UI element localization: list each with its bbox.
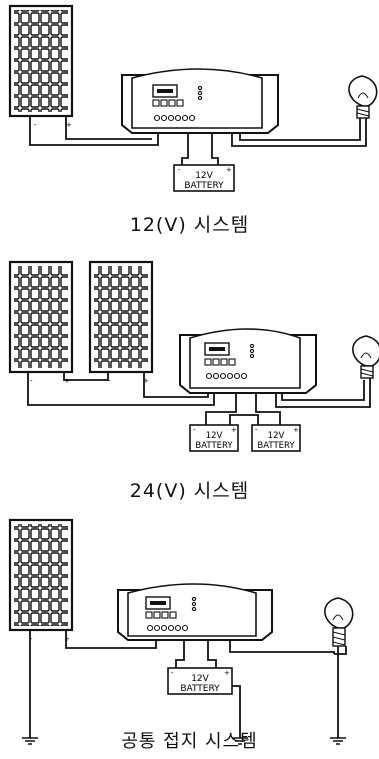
diagram-24v: - + - + [8,260,379,452]
svg-text:-: - [30,377,33,385]
solar-panel-icon: - + [8,518,74,643]
svg-text:-: - [193,426,196,434]
svg-text:-: - [171,669,174,677]
battery-icon: - + 12V BATTERY [189,424,239,452]
solar-panel-icon: - + [8,4,74,129]
ground-icon [22,737,38,745]
battery-icon: - + 12V BATTERY [167,667,233,695]
charge-controller-icon [179,328,317,394]
diagram-12v: - + - [8,4,378,192]
light-bulb-icon [348,75,378,119]
svg-text:-: - [255,426,258,434]
solar-panel-icon: - + [88,260,154,385]
ground-icon [232,737,248,745]
svg-text:-: - [178,166,181,174]
light-bulb-icon [324,597,354,647]
svg-text:+: + [64,635,70,643]
svg-text:+: + [66,121,72,129]
svg-text:-: - [30,635,33,643]
battery-label: BATTERY [195,441,233,451]
svg-text:-: - [34,121,37,129]
charge-controller-icon [121,68,279,134]
battery-label: BATTERY [257,441,295,451]
wiring [29,116,367,165]
charge-controller-icon [117,583,273,641]
caption-24v: 24(V) 시스템 [129,480,250,502]
battery-voltage: 12V [191,674,209,684]
battery-icon: - + 12V BATTERY [251,424,301,452]
light-bulb-icon [352,335,379,379]
solar-panel-icon: - + [8,260,74,385]
wiring [27,372,371,425]
wiring [29,630,347,738]
battery-voltage: 12V [195,171,213,181]
svg-text:-: - [108,377,111,385]
caption-common-ground: 공통 접지 시스템 [121,731,258,752]
svg-text:+: + [231,426,237,434]
caption-12v: 12(V) 시스템 [129,214,250,236]
svg-text:+: + [226,166,232,174]
battery-icon: - + 12V BATTERY [173,164,235,192]
battery-label: BATTERY [184,181,224,191]
ground-icon [330,737,346,745]
svg-text:+: + [224,669,230,677]
diagram-common-ground: - + - [8,518,354,745]
battery-label: BATTERY [180,684,220,694]
battery-voltage: 12V [268,431,285,441]
svg-text:+: + [143,377,149,385]
svg-text:+: + [64,377,70,385]
battery-voltage: 12V [206,431,223,441]
svg-text:+: + [293,426,299,434]
